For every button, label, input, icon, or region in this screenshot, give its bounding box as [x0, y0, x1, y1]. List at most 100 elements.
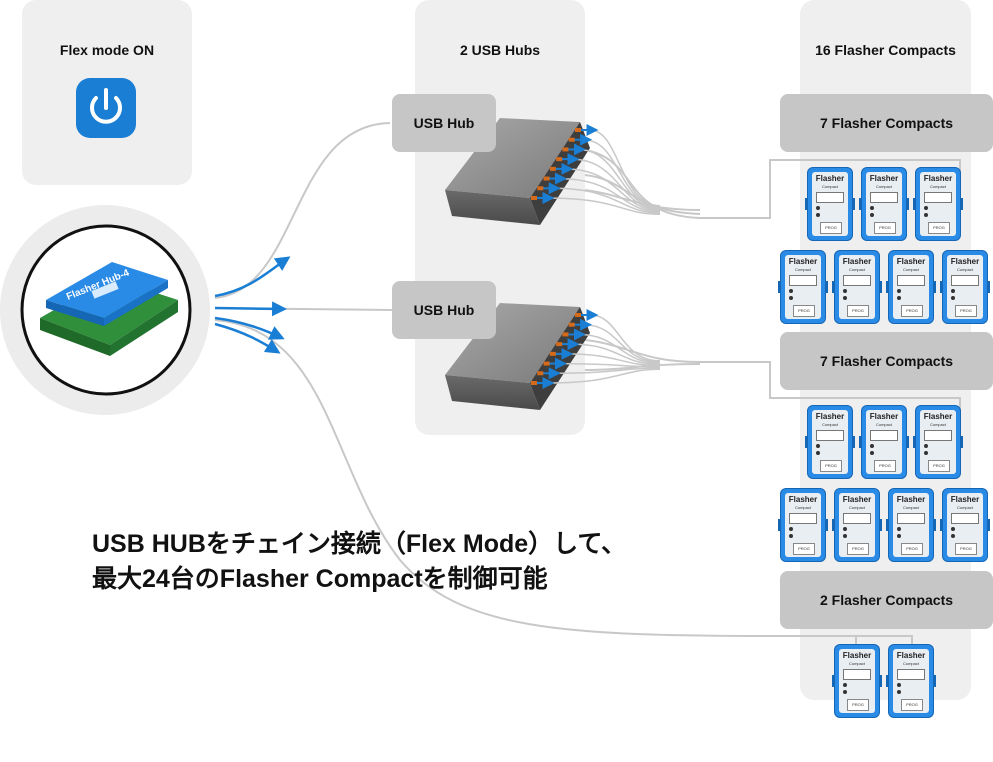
device-prog-button: PROG [847, 543, 869, 555]
flasher-compact-device: Flasher Compact PROG [940, 489, 990, 561]
hub-port [562, 332, 569, 337]
device-name: Flasher [950, 257, 980, 266]
device-prog-button: PROG [847, 699, 869, 711]
device-led [816, 213, 820, 217]
device-model: Compact [902, 505, 919, 510]
device-led [870, 451, 874, 455]
device-screen [789, 275, 817, 286]
device-side-notch [960, 198, 963, 210]
device-model: Compact [821, 184, 838, 189]
device-led [897, 690, 901, 694]
hub-port [543, 361, 550, 366]
device-led [897, 534, 901, 538]
device-led [789, 289, 793, 293]
flasher-hub4-image: Flasher Hub-4 [20, 224, 192, 396]
device-side-notch [987, 281, 990, 293]
device-model: Compact [929, 422, 946, 427]
device-model: Compact [929, 184, 946, 189]
device-prog-button: PROG [847, 305, 869, 317]
device-side-notch [933, 519, 936, 531]
flasher-compact-device: Flasher Compact PROG [940, 251, 990, 323]
device-led [843, 690, 847, 694]
device-name: Flasher [842, 495, 872, 504]
device-side-notch [886, 281, 889, 293]
device-prog-button: PROG [874, 460, 896, 472]
device-prog-button: PROG [901, 699, 923, 711]
hub-port [575, 128, 581, 132]
flasher-compact-device: Flasher Compact PROG [805, 406, 855, 478]
device-side-notch [859, 436, 862, 448]
device-name: Flasher [842, 651, 872, 660]
group-label-1: 7 Flasher Compacts [780, 94, 993, 152]
power-icon [76, 78, 136, 138]
device-model: Compact [875, 184, 892, 189]
device-led [843, 289, 847, 293]
device-led [816, 206, 820, 210]
device-model: Compact [956, 267, 973, 272]
hub-port [568, 137, 575, 142]
device-side-notch [832, 281, 835, 293]
device-side-notch [778, 519, 781, 531]
device-side-notch [879, 519, 882, 531]
caption-line-1: USB HUBをチェイン接続（Flex Mode）して、 [92, 530, 627, 558]
hub-port [556, 157, 563, 162]
device-led [924, 444, 928, 448]
caption-line-2: 最大24台のFlasher Compactを制御可能 [92, 565, 548, 593]
device-side-notch [859, 198, 862, 210]
device-model: Compact [848, 505, 865, 510]
device-side-notch [879, 675, 882, 687]
device-screen [897, 275, 925, 286]
device-led [789, 534, 793, 538]
hub-fan-cable [537, 197, 661, 215]
device-name: Flasher [788, 257, 818, 266]
flex-mode-title: Flex mode ON [59, 42, 155, 58]
device-model: Compact [848, 661, 865, 666]
hub-port [531, 196, 537, 200]
device-prog-button: PROG [874, 222, 896, 234]
device-prog-button: PROG [955, 305, 977, 317]
device-name: Flasher [869, 174, 899, 183]
device-prog-button: PROG [955, 543, 977, 555]
hub-port [537, 186, 544, 191]
device-name: Flasher [923, 174, 953, 183]
device-led [897, 527, 901, 531]
flasher-compact-device: Flasher Compact PROG [778, 489, 828, 561]
device-screen [951, 513, 979, 524]
hub-port [543, 176, 550, 181]
device-side-notch [825, 281, 828, 293]
flasher-compact-device: Flasher Compact PROG [832, 489, 882, 561]
flasher-compact-device: Flasher Compact PROG [778, 251, 828, 323]
hub-port [549, 351, 556, 356]
device-side-notch [906, 436, 909, 448]
hub4-arrows [214, 256, 291, 354]
device-model: Compact [902, 661, 919, 666]
device-model: Compact [902, 267, 919, 272]
device-led [843, 534, 847, 538]
device-side-notch [805, 198, 808, 210]
usb-hub-label-2: USB Hub [392, 281, 496, 339]
flasher-compact-device: Flasher Compact PROG [859, 168, 909, 240]
hub-port [568, 322, 575, 327]
device-led [816, 451, 820, 455]
device-prog-button: PROG [901, 543, 923, 555]
device-led [951, 289, 955, 293]
device-side-notch [933, 675, 936, 687]
device-name: Flasher [896, 257, 926, 266]
usb-hubs-title: 2 USB Hubs [459, 42, 541, 58]
device-name: Flasher [788, 495, 818, 504]
group-label-3: 2 Flasher Compacts [780, 571, 993, 629]
device-screen [870, 192, 898, 203]
device-side-notch [879, 281, 882, 293]
device-prog-button: PROG [820, 222, 842, 234]
device-model: Compact [848, 267, 865, 272]
device-led [870, 444, 874, 448]
device-side-notch [933, 281, 936, 293]
device-led [870, 206, 874, 210]
device-side-notch [886, 519, 889, 531]
device-model: Compact [794, 505, 811, 510]
device-side-notch [960, 436, 963, 448]
device-screen [843, 669, 871, 680]
device-prog-button: PROG [928, 222, 950, 234]
device-model: Compact [794, 267, 811, 272]
